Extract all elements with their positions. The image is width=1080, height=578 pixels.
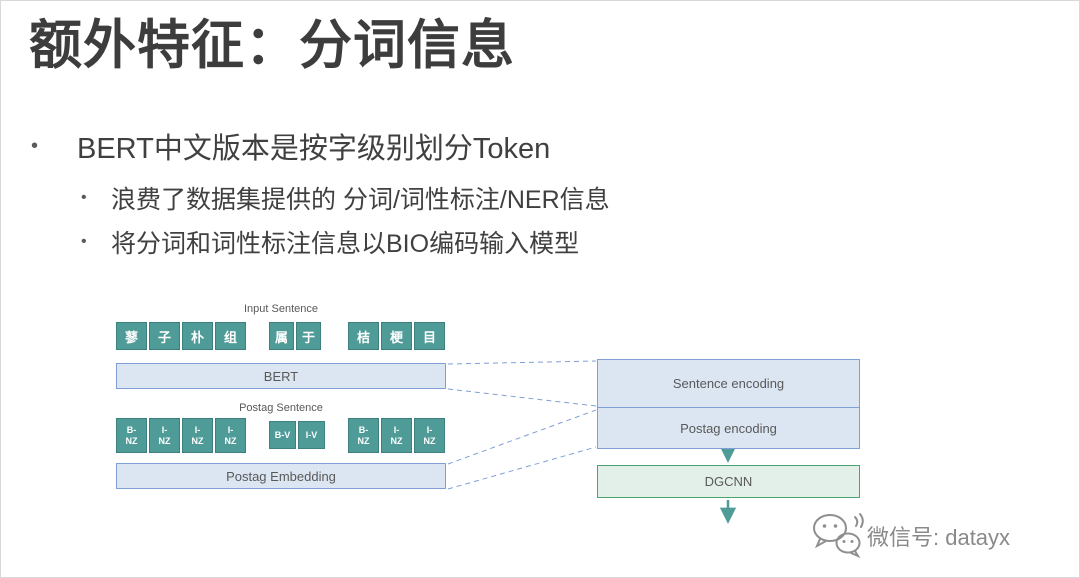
postag-box: B- NZ	[348, 418, 379, 453]
postag-box: I- NZ	[182, 418, 213, 453]
wechat-id-label: 微信号: datayx	[867, 525, 1011, 550]
postag-box: I- NZ	[414, 418, 445, 453]
token-box: 朴	[182, 322, 213, 350]
postag-box: B-V	[269, 421, 296, 449]
token-box: 组	[215, 322, 246, 350]
input-sentence-label: Input Sentence	[243, 303, 318, 315]
postag-box: I- NZ	[215, 418, 246, 453]
postag-box: I- NZ	[149, 418, 180, 453]
bullet-marker: •	[31, 134, 39, 157]
token-group: 蓼 子 朴 组	[116, 322, 246, 350]
token-group: 桔 梗 目	[348, 322, 445, 350]
bullet-item: • 将分词和词性标注信息以BIO编码输入模型	[81, 224, 579, 260]
bullet-text: 将分词和词性标注信息以BIO编码输入模型	[111, 230, 580, 258]
bullet-text: 浪费了数据集提供的 分词/词性标注/NER信息	[111, 186, 610, 214]
postag-group: B- NZ I- NZ I- NZ I- NZ	[116, 418, 246, 453]
wechat-icon	[813, 513, 864, 559]
bullet-marker: •	[81, 189, 87, 206]
token-box: 目	[414, 322, 445, 350]
postag-group: B- NZ I- NZ I- NZ	[348, 418, 445, 453]
postag-sentence-label: Postag Sentence	[239, 402, 323, 414]
dgcnn-box: DGCNN	[597, 465, 860, 498]
postag-encoding-box: Postag encoding	[597, 407, 860, 449]
postag-box: B- NZ	[116, 418, 147, 453]
postag-box: I- NZ	[381, 418, 412, 453]
dashed-connector-lines	[447, 360, 597, 490]
token-box: 于	[296, 322, 321, 350]
postag-embedding-box: Postag Embedding	[116, 463, 446, 489]
token-box: 蓼	[116, 322, 147, 350]
bullet-marker: •	[81, 233, 87, 250]
token-box: 子	[149, 322, 180, 350]
token-group: 属 于	[269, 322, 321, 350]
bullet-item: • 浪费了数据集提供的 分词/词性标注/NER信息	[81, 180, 610, 216]
sentence-encoding-box: Sentence encoding	[597, 359, 860, 408]
postag-box: I-V	[298, 421, 325, 449]
token-box: 梗	[381, 322, 412, 350]
bert-box: BERT	[116, 363, 446, 389]
slide-title: 额外特征：分词信息	[29, 16, 515, 75]
bullet-item: • BERT中文版本是按字级别划分Token	[31, 125, 550, 167]
postag-group: B-V I-V	[269, 418, 325, 449]
bullet-text: BERT中文版本是按字级别划分Token	[77, 133, 551, 165]
token-box: 桔	[348, 322, 379, 350]
token-box: 属	[269, 322, 294, 350]
